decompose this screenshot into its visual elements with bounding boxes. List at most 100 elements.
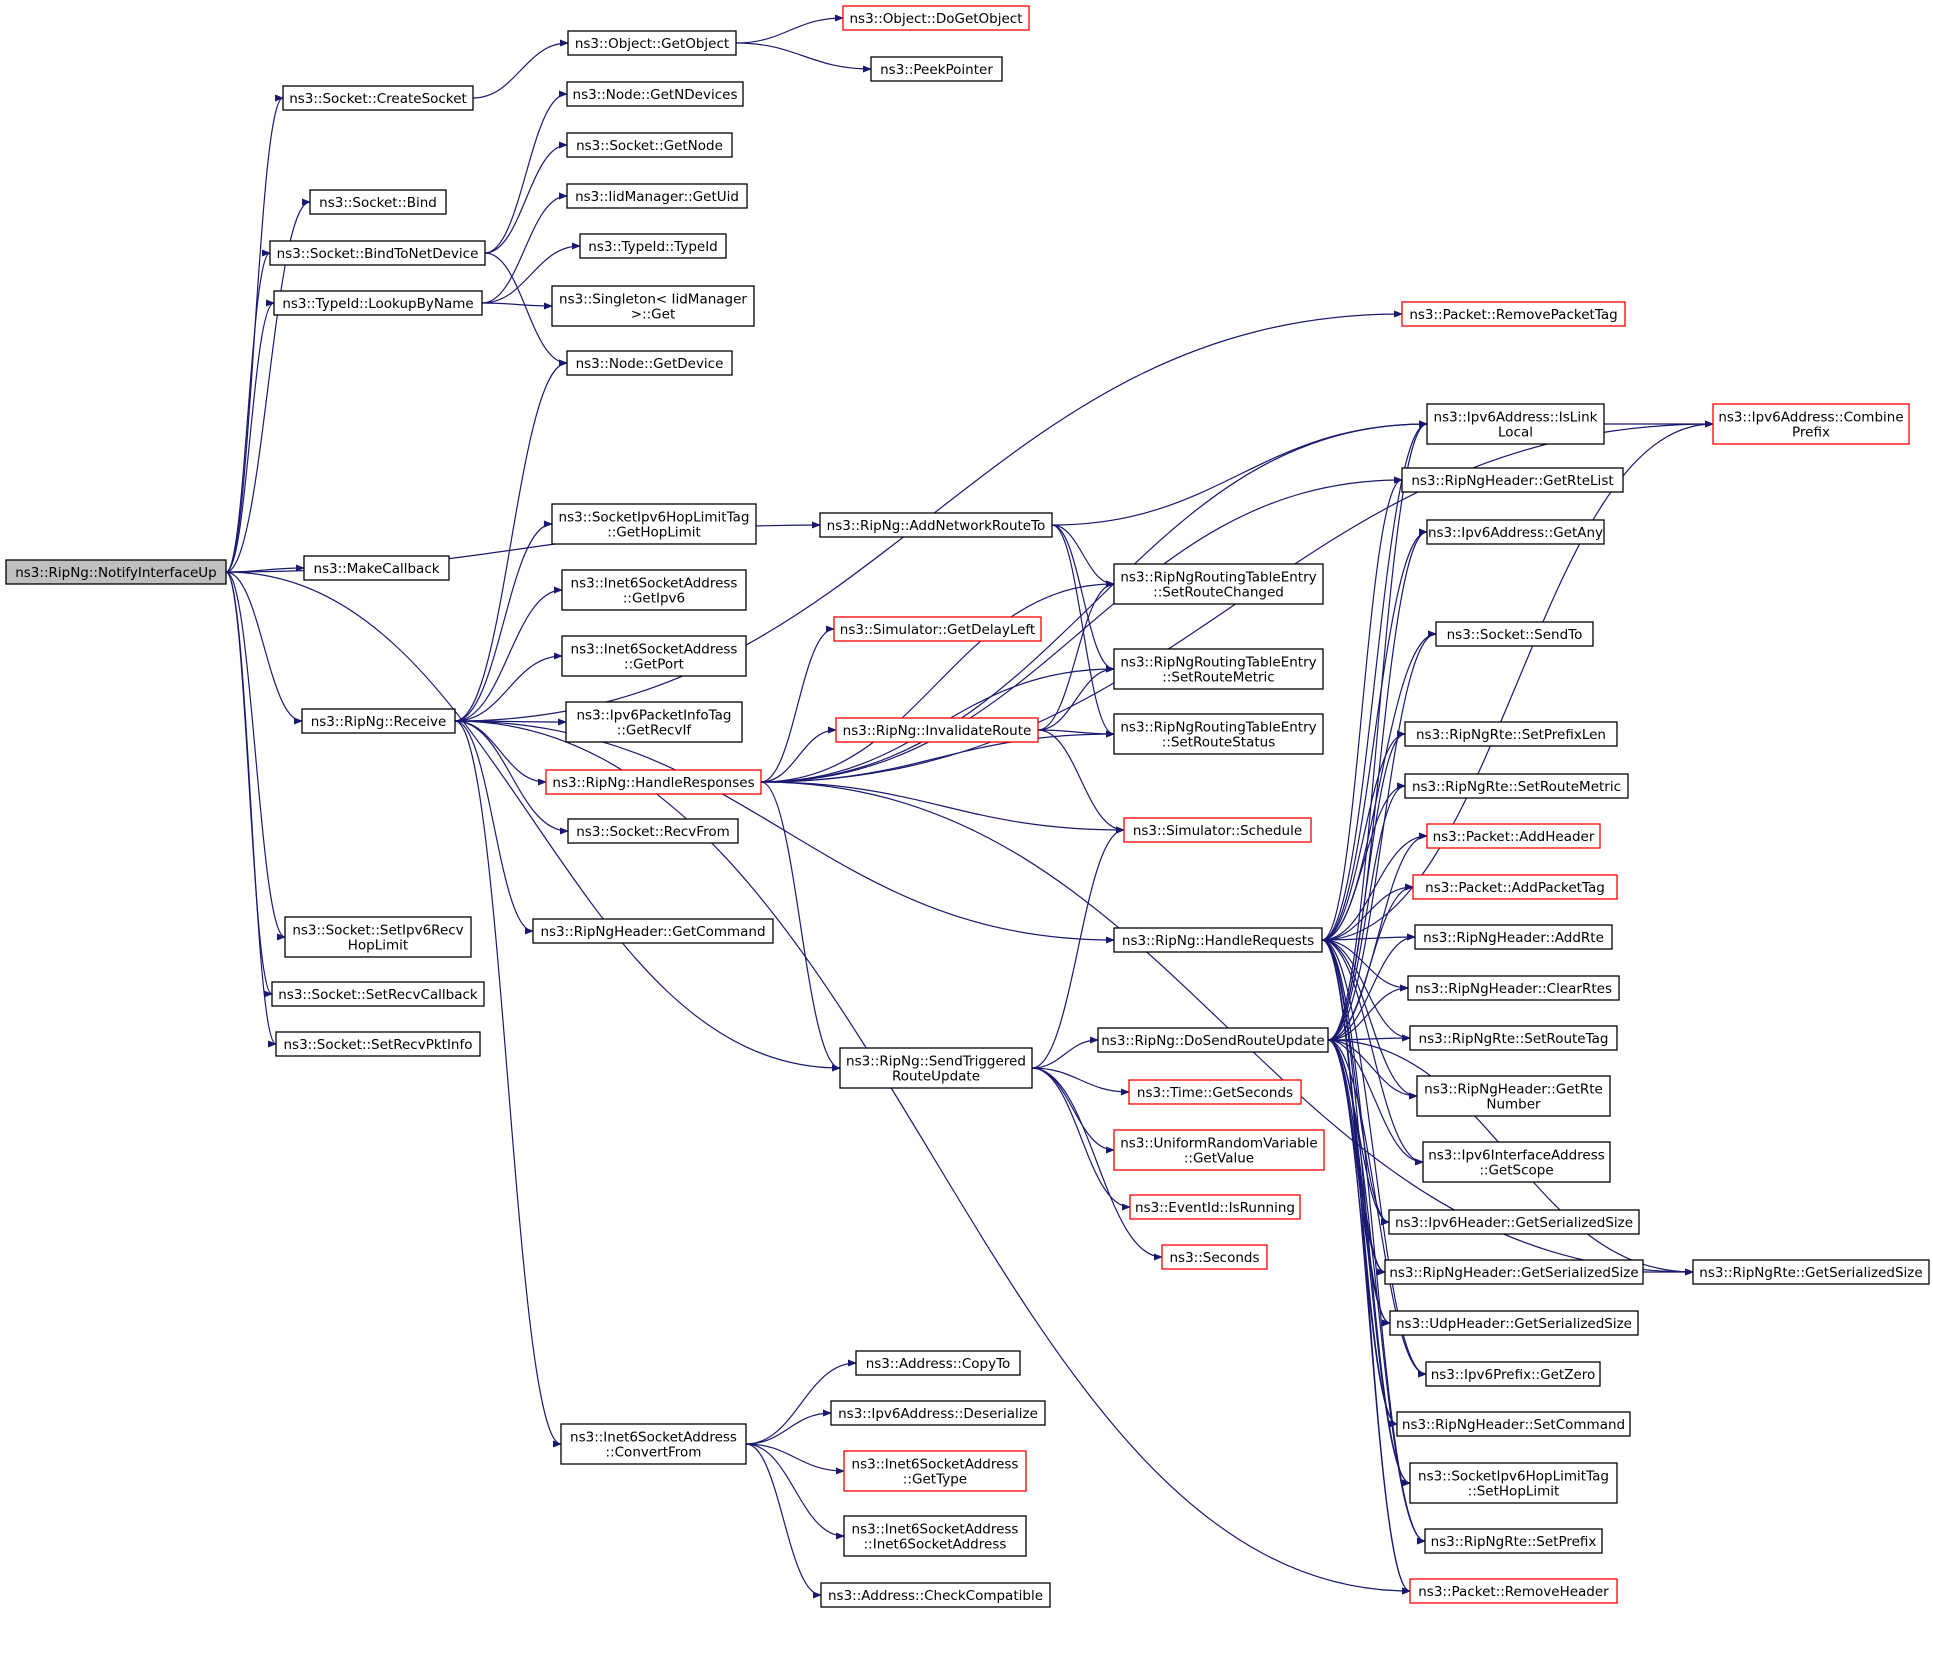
node-label: ns3::UdpHeader::GetSerializedSize (1396, 1316, 1632, 1332)
node-get-rte-list[interactable]: ns3::RipNgHeader::GetRteList (1401, 467, 1624, 493)
node-add-rte[interactable]: ns3::RipNgHeader::AddRte (1414, 924, 1613, 950)
node-label: ns3::Address::CopyTo (866, 1356, 1011, 1372)
node-get-seconds[interactable]: ns3::Time::GetSeconds (1128, 1079, 1302, 1105)
node-get-command[interactable]: ns3::RipNgHeader::GetCommand (532, 918, 774, 944)
node-deserialize[interactable]: ns3::Ipv6Address::Deserialize (830, 1400, 1046, 1426)
node-clear-rtes[interactable]: ns3::RipNgHeader::ClearRtes (1407, 975, 1620, 1001)
edge-add-network-route-to-to-set-route-metric-entry (1051, 524, 1115, 673)
node-label: ns3::RipNgHeader::GetSerializedSize (1389, 1265, 1638, 1281)
node-box (271, 981, 485, 1007)
node-get-any[interactable]: ns3::Ipv6Address::GetAny (1426, 519, 1605, 545)
edge-handle-requests-to-get-scope (1321, 939, 1424, 1166)
node-box (1422, 1141, 1611, 1183)
node-seconds[interactable]: ns3::Seconds (1161, 1244, 1268, 1270)
node-root[interactable]: ns3::RipNg::NotifyInterfaceUp (5, 559, 227, 585)
node-invalidate-route[interactable]: ns3::RipNg::InvalidateRoute (835, 717, 1039, 743)
edge-convert-from-to-check-compatible (745, 1443, 822, 1599)
node-get-ndevices[interactable]: ns3::Node::GetNDevices (566, 81, 744, 107)
edge-handle-responses-to-invalidate-route (760, 726, 837, 783)
node-box (1426, 823, 1601, 849)
node-set-route-changed[interactable]: ns3::RipNgRoutingTableEntry::SetRouteCha… (1113, 563, 1324, 605)
node-rte-set-route-metric[interactable]: ns3::RipNgRte::SetRouteMetric (1404, 773, 1629, 799)
node-get-hop-limit[interactable]: ns3::SocketIpv6HopLimitTag::GetHopLimit (551, 503, 757, 545)
node-box (839, 1047, 1033, 1089)
node-label: ns3::Ipv6PacketInfoTag (577, 708, 732, 724)
node-box (269, 240, 486, 266)
node-bind[interactable]: ns3::Socket::Bind (309, 189, 447, 215)
node-box (1404, 721, 1618, 747)
edge-root-to-set-recv-pkt-info (225, 571, 277, 1048)
node-make-callback[interactable]: ns3::MakeCallback (303, 555, 450, 581)
node-label: ns3::TypeId::TypeId (588, 239, 718, 255)
node-rte-size[interactable]: ns3::RipNgRte::GetSerializedSize (1692, 1259, 1930, 1285)
node-lookup-by-name[interactable]: ns3::TypeId::LookupByName (273, 290, 483, 316)
edge-handle-requests-to-add-rte (1321, 933, 1416, 941)
edge-send-triggered-to-schedule (1031, 826, 1125, 1069)
node-get-recv-if[interactable]: ns3::Ipv6PacketInfoTag::GetRecvIf (565, 701, 743, 743)
node-add-network-route-to[interactable]: ns3::RipNg::AddNetworkRouteTo (819, 512, 1053, 538)
node-get-zero[interactable]: ns3::Ipv6Prefix::GetZero (1425, 1361, 1601, 1387)
node-label: ns3::Socket::Bind (319, 195, 437, 211)
node-handle-responses[interactable]: ns3::RipNg::HandleResponses (545, 769, 762, 795)
edge-handle-responses-to-set-route-changed (760, 580, 1115, 783)
edge-handle-requests-to-get-rte-list (1321, 476, 1403, 941)
node-remove-packet-tag[interactable]: ns3::Packet::RemovePacketTag (1401, 301, 1626, 327)
node-recv-from[interactable]: ns3::Socket::RecvFrom (567, 818, 739, 844)
node-socket-get-node[interactable]: ns3::Socket::GetNode (566, 132, 733, 158)
node-get-type[interactable]: ns3::Inet6SocketAddress::GetType (843, 1450, 1027, 1492)
node-get-object[interactable]: ns3::Object::GetObject (567, 30, 737, 56)
node-label: ns3::RipNg::Receive (311, 714, 447, 730)
node-bind-to-net-device[interactable]: ns3::Socket::BindToNetDevice (269, 240, 486, 266)
node-set-hop-limit[interactable]: ns3::SocketIpv6HopLimitTag::SetHopLimit (1409, 1462, 1618, 1504)
node-do-send-route-update[interactable]: ns3::RipNg::DoSendRouteUpdate (1097, 1027, 1329, 1053)
node-remove-header[interactable]: ns3::Packet::RemoveHeader (1409, 1578, 1618, 1604)
node-set-prefix-len[interactable]: ns3::RipNgRte::SetPrefixLen (1404, 721, 1618, 747)
node-box (566, 183, 748, 209)
node-get-delay-left[interactable]: ns3::Simulator::GetDelayLeft (833, 616, 1042, 642)
node-convert-from[interactable]: ns3::Inet6SocketAddress::ConvertFrom (560, 1423, 747, 1465)
node-add-header[interactable]: ns3::Packet::AddHeader (1426, 823, 1601, 849)
node-get-scope[interactable]: ns3::Ipv6InterfaceAddress::GetScope (1422, 1141, 1611, 1183)
node-create-socket[interactable]: ns3::Socket::CreateSocket (282, 85, 474, 111)
node-box (284, 916, 472, 958)
node-do-get-object[interactable]: ns3::Object::DoGetObject (842, 5, 1030, 31)
node-ripng-header-size[interactable]: ns3::RipNgHeader::GetSerializedSize (1384, 1259, 1644, 1285)
node-ipv6-header-size[interactable]: ns3::Ipv6Header::GetSerializedSize (1388, 1209, 1640, 1235)
node-get-device[interactable]: ns3::Node::GetDevice (566, 350, 733, 376)
node-get-uid[interactable]: ns3::IidManager::GetUid (566, 183, 748, 209)
node-send-to[interactable]: ns3::Socket::SendTo (1435, 621, 1594, 647)
node-set-prefix[interactable]: ns3::RipNgRte::SetPrefix (1424, 1528, 1603, 1554)
node-box (1097, 1027, 1329, 1053)
node-get-value[interactable]: ns3::UniformRandomVariable::GetValue (1113, 1129, 1325, 1171)
node-singleton-get[interactable]: ns3::Singleton< IidManager>::Get (551, 285, 755, 327)
node-get-port[interactable]: ns3::Inet6SocketAddress::GetPort (561, 635, 747, 677)
edge-receive-to-convert-from (454, 720, 562, 1448)
node-peek-pointer[interactable]: ns3::PeekPointer (870, 56, 1003, 82)
node-box (1409, 1025, 1618, 1051)
node-receive[interactable]: ns3::RipNg::Receive (301, 708, 456, 734)
edge-root-to-set-ipv6-recv-hop-limit (225, 571, 286, 941)
node-handle-requests[interactable]: ns3::RipNg::HandleRequests (1113, 927, 1323, 953)
node-copy-to[interactable]: ns3::Address::CopyTo (855, 1350, 1021, 1376)
node-set-route-tag[interactable]: ns3::RipNgRte::SetRouteTag (1409, 1025, 1618, 1051)
node-schedule[interactable]: ns3::Simulator::Schedule (1123, 817, 1312, 843)
node-is-running[interactable]: ns3::EventId::IsRunning (1129, 1194, 1301, 1220)
node-inet6-ctor[interactable]: ns3::Inet6SocketAddress::Inet6SocketAddr… (843, 1515, 1027, 1557)
node-set-route-metric-entry[interactable]: ns3::RipNgRoutingTableEntry::SetRouteMet… (1113, 648, 1324, 690)
node-set-recv-callback[interactable]: ns3::Socket::SetRecvCallback (271, 981, 485, 1007)
node-udp-header-size[interactable]: ns3::UdpHeader::GetSerializedSize (1389, 1310, 1639, 1336)
node-type-id-ctor[interactable]: ns3::TypeId::TypeId (579, 233, 727, 259)
node-box (545, 769, 762, 795)
node-box (1426, 403, 1605, 445)
node-set-route-status[interactable]: ns3::RipNgRoutingTableEntry::SetRouteSta… (1113, 713, 1324, 755)
node-get-ipv6[interactable]: ns3::Inet6SocketAddress::GetIpv6 (561, 569, 747, 611)
node-set-command[interactable]: ns3::RipNgHeader::SetCommand (1396, 1411, 1631, 1437)
node-add-packet-tag[interactable]: ns3::Packet::AddPacketTag (1412, 874, 1618, 900)
node-set-recv-pkt-info[interactable]: ns3::Socket::SetRecvPktInfo (275, 1031, 481, 1057)
node-check-compatible[interactable]: ns3::Address::CheckCompatible (820, 1582, 1051, 1608)
